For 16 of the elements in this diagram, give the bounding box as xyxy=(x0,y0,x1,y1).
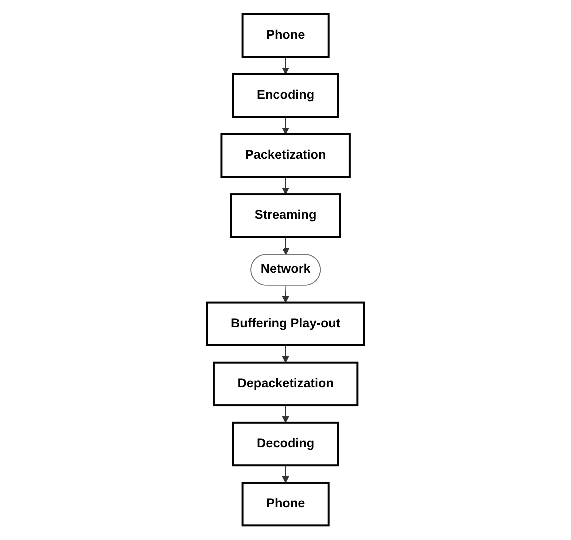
arrow xyxy=(282,465,289,484)
arrow xyxy=(282,285,289,304)
node-box: Decoding xyxy=(232,422,339,467)
node-box: Phone xyxy=(241,482,330,527)
arrow xyxy=(282,236,290,256)
node-box: Streaming xyxy=(230,194,342,238)
arrow xyxy=(282,405,289,424)
arrow xyxy=(282,176,289,195)
node-box: Buffering Play-out xyxy=(206,302,365,346)
node-box: Packetization xyxy=(220,133,351,178)
arrow xyxy=(282,56,289,75)
node-box: Depacketization xyxy=(212,362,358,407)
arrow xyxy=(282,116,289,135)
arrow xyxy=(282,345,289,364)
node-box: Phone xyxy=(241,13,330,58)
node-box: Encoding xyxy=(232,73,339,118)
